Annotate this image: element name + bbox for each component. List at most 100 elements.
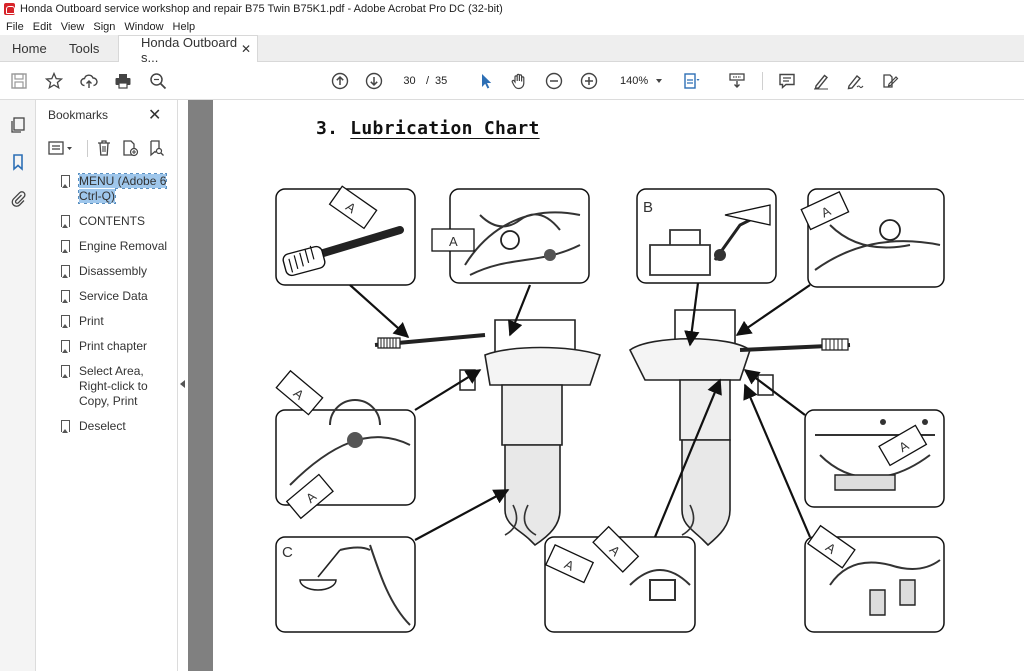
menu-file[interactable]: File: [6, 20, 24, 33]
highlight-pen-icon[interactable]: [811, 71, 831, 91]
bookmark-label: CONTENTS: [79, 214, 145, 228]
bookmark-item[interactable]: Print chapter: [50, 339, 176, 354]
zoom-out-icon[interactable]: [544, 71, 564, 91]
panel-label-c: C: [282, 544, 293, 561]
tab-document-label: Honda Outboard s...: [141, 34, 238, 65]
bookmark-icon: [61, 290, 70, 303]
window-title: Honda Outboard service workshop and repa…: [20, 3, 503, 15]
scroll-mode-icon[interactable]: [727, 71, 747, 91]
bookmark-item[interactable]: Engine Removal: [50, 239, 176, 254]
bookmark-item[interactable]: Service Data: [50, 289, 176, 304]
new-bookmark-icon[interactable]: [120, 137, 140, 159]
lubrication-diagram: A A B A: [275, 185, 945, 633]
delete-bookmark-icon[interactable]: [94, 137, 114, 159]
sign-pen-icon[interactable]: [845, 71, 865, 91]
fit-page-icon[interactable]: [681, 71, 701, 91]
bookmarks-toolbar: [44, 137, 174, 159]
bookmark-item[interactable]: CONTENTS: [50, 214, 176, 229]
bookmarks-panel-title: Bookmarks: [48, 108, 109, 122]
bookmark-label: Select Area, Right-click to Copy, Print: [79, 364, 148, 408]
share-edit-icon[interactable]: [880, 71, 900, 91]
bookmark-item[interactable]: MENU (Adobe 6 Ctrl-Q): [50, 173, 176, 204]
bookmark-icon: [61, 365, 70, 378]
detail-panel-oil-cap: B: [636, 188, 777, 284]
select-cursor-icon[interactable]: [476, 71, 496, 91]
bookmarks-panel: Bookmarks ✕ MENU (Adobe 6 Ctrl-Q): [36, 100, 178, 671]
menu-bar: File Edit View Sign Window Help: [0, 18, 1024, 35]
bookmark-icon: [61, 315, 70, 328]
zoom-level-select[interactable]: 140%: [613, 71, 665, 91]
acrobat-app-icon: [4, 3, 15, 15]
bookmark-list: MENU (Adobe 6 Ctrl-Q) CONTENTS Engine Re…: [50, 173, 176, 444]
bookmark-label: Disassembly: [79, 264, 148, 278]
bookmark-label: Print: [79, 314, 104, 328]
page-thumbnails-icon[interactable]: [8, 115, 28, 135]
page-separator: /: [426, 75, 430, 87]
menu-sign[interactable]: Sign: [93, 20, 116, 33]
bookmark-options-icon[interactable]: [46, 137, 76, 159]
save-icon[interactable]: [9, 71, 29, 91]
detail-panel-steering: A: [800, 188, 945, 288]
tab-bar: Home Tools Honda Outboard s... ✕: [0, 34, 1024, 65]
bookmark-icon: [61, 215, 70, 228]
bookmark-item[interactable]: Print: [50, 314, 176, 329]
menu-edit[interactable]: Edit: [32, 20, 52, 33]
page-total: 35: [435, 75, 448, 87]
close-panel-icon[interactable]: ✕: [148, 107, 162, 124]
detail-panel-gear-oil: C: [275, 536, 416, 633]
title-bar: Honda Outboard service workshop and repa…: [0, 0, 1024, 18]
bookmark-star-icon[interactable]: [44, 71, 64, 91]
tab-home[interactable]: Home: [12, 41, 47, 56]
panel-label-b: B: [643, 199, 653, 216]
previous-page-icon[interactable]: [330, 71, 350, 91]
bookmark-icon: [61, 175, 70, 188]
detail-panel-swivel: A: [804, 524, 945, 633]
bookmark-label: MENU (Adobe 6 Ctrl-Q): [77, 173, 168, 204]
detail-panel-tilt-lock: A A: [544, 525, 696, 633]
tab-document[interactable]: Honda Outboard s... ✕: [118, 34, 258, 65]
navigation-rail: [0, 100, 36, 671]
toolbar-divider: [762, 72, 763, 90]
tab-tools[interactable]: Tools: [69, 41, 100, 56]
bookmark-icon: [61, 420, 70, 433]
bookmarks-panel-icon[interactable]: [8, 152, 28, 172]
detail-panel-clamp: A: [804, 409, 945, 508]
toolbar-divider: [87, 140, 88, 157]
attachments-icon[interactable]: [8, 188, 28, 208]
bookmark-icon: [61, 240, 70, 253]
menu-window[interactable]: Window: [124, 20, 164, 33]
print-icon[interactable]: [113, 71, 133, 91]
next-page-icon[interactable]: [364, 71, 384, 91]
section-heading: 3. Lubrication Chart: [316, 118, 540, 139]
cloud-upload-icon[interactable]: [79, 71, 99, 91]
bookmark-item[interactable]: Select Area, Right-click to Copy, Print: [50, 364, 176, 409]
outboard-motor-right: [628, 309, 851, 547]
bookmark-label: Print chapter: [79, 339, 148, 353]
zoom-in-icon[interactable]: [579, 71, 599, 91]
bookmark-label: Engine Removal: [79, 239, 168, 253]
zoom-search-icon[interactable]: [148, 71, 168, 91]
bookmark-item[interactable]: Disassembly: [50, 264, 176, 279]
menu-help[interactable]: Help: [172, 20, 196, 33]
detail-panel-linkage: A: [431, 188, 590, 284]
outboard-motor-left: [374, 319, 602, 547]
page-number-input[interactable]: 30: [397, 71, 422, 91]
detail-panel-throttle-grip: A: [275, 185, 416, 286]
bookmark-search-icon[interactable]: [146, 137, 166, 159]
bookmark-icon: [61, 340, 70, 353]
collapse-panel-arrow-icon[interactable]: [180, 380, 185, 388]
bookmark-item[interactable]: Deselect: [50, 419, 176, 434]
close-tab-icon[interactable]: ✕: [240, 42, 251, 56]
bookmark-label: Deselect: [79, 419, 126, 433]
section-title: Lubrication Chart: [350, 118, 540, 139]
main-toolbar: 30 / 35 140%: [0, 62, 1024, 100]
menu-view[interactable]: View: [60, 20, 85, 33]
detail-panel-shift-lever: A A: [275, 369, 416, 520]
comment-icon[interactable]: [777, 71, 797, 91]
bookmark-icon: [61, 265, 70, 278]
hand-tool-icon[interactable]: [509, 71, 529, 91]
pointer-arrows: [349, 282, 812, 541]
bookmark-label: Service Data: [79, 289, 148, 303]
section-number: 3.: [316, 118, 339, 139]
